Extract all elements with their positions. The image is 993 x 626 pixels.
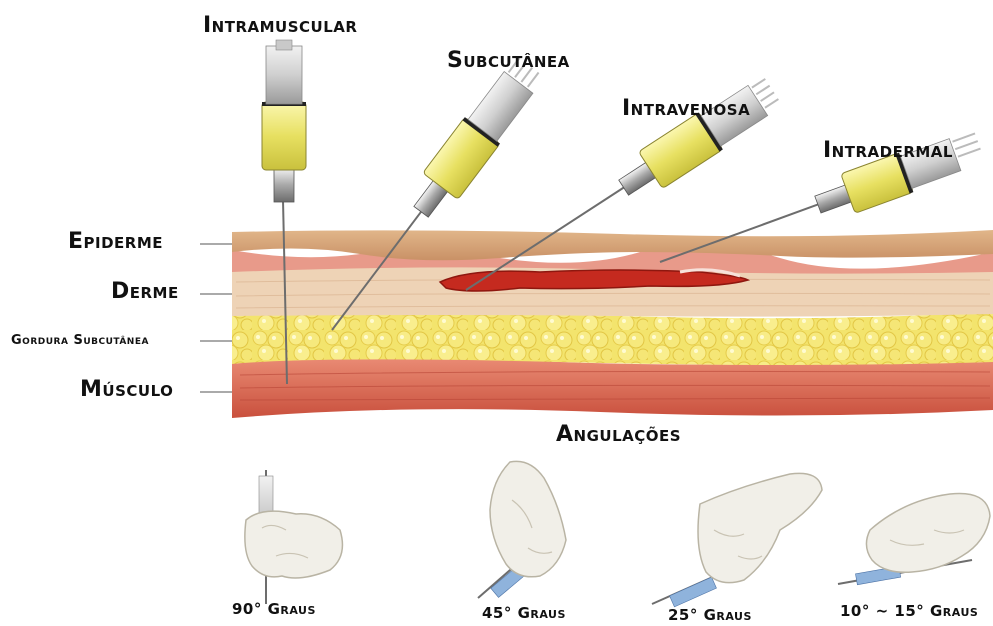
- angle-label-10-15: 10° ~ 15° Graus: [840, 604, 978, 619]
- label-gordura-subcutanea: Gordura Subcutânea: [11, 334, 149, 347]
- fat-layer: [232, 312, 993, 365]
- muscle-layer: [232, 359, 993, 418]
- label-intradermal: Intradermal: [823, 140, 953, 162]
- hand-45-degrees: [478, 461, 566, 598]
- hand-90-degrees: [245, 470, 343, 604]
- label-musculo: Músculo: [80, 379, 173, 401]
- label-intravenosa: Intravenosa: [622, 98, 750, 120]
- label-derme: Derme: [111, 281, 179, 303]
- hand-10-15-degrees: [838, 493, 990, 584]
- label-intramuscular: Intramuscular: [203, 15, 357, 37]
- hand-25-degrees: [652, 473, 822, 607]
- angle-label-45: 45° Graus: [482, 606, 566, 621]
- angles-title: Angulações: [556, 424, 681, 446]
- label-epiderme: Epiderme: [68, 231, 163, 253]
- angle-label-90: 90° Graus: [232, 602, 316, 617]
- angle-label-25: 25° Graus: [668, 608, 752, 623]
- label-subcutanea: Subcutânea: [447, 50, 570, 72]
